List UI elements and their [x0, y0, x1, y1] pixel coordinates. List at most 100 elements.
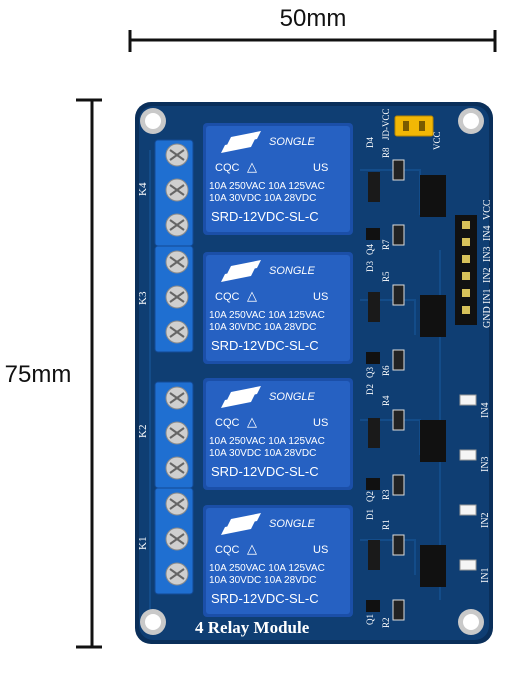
diode	[368, 292, 380, 322]
relay-ul: US	[313, 162, 328, 174]
relay-brand: SONGLE	[269, 136, 316, 148]
screw-slot	[169, 427, 185, 439]
resistor	[392, 224, 405, 246]
screw-slot	[169, 291, 185, 303]
relay-ul: US	[313, 417, 328, 429]
indicator-led	[459, 449, 477, 461]
relay-cert: CQC	[215, 162, 240, 174]
diode	[368, 418, 380, 448]
driver-components	[366, 159, 477, 621]
screw-slot	[169, 219, 185, 231]
channel-label-k2: K2	[137, 425, 149, 438]
diode	[368, 172, 380, 202]
mounting-hole-top-left	[140, 108, 166, 134]
relay-model: SRD-12VDC-SL-C	[211, 209, 319, 224]
header-label-in4: IN4	[482, 225, 493, 241]
header-label-gnd: GND	[482, 306, 493, 328]
header-label-in1: IN1	[482, 288, 493, 304]
resistor	[392, 534, 405, 556]
resistor-label: R6	[381, 365, 391, 376]
relay-rating-line-2: 10A 30VDC 10A 28VDC	[209, 193, 316, 204]
diode-label: D4	[365, 137, 375, 148]
height-dimension: 75mm	[5, 98, 102, 649]
input-label-in2: IN2	[480, 512, 491, 528]
transistor-label: Q3	[365, 367, 375, 378]
relay-rating-line-2: 10A 30VDC 10A 28VDC	[209, 575, 316, 586]
warning-triangle-icon: △	[247, 414, 257, 429]
resistor	[392, 284, 405, 306]
indicator-led	[459, 394, 477, 406]
songle-logo	[221, 260, 261, 282]
header-label-in3: IN3	[482, 246, 493, 262]
diode-label: D2	[365, 384, 375, 395]
warning-triangle-icon: △	[247, 288, 257, 303]
mounting-hole-bottom-left	[140, 609, 166, 635]
optocoupler	[420, 545, 446, 587]
diode-label: D3	[365, 261, 375, 272]
relay: SONGLE CQC △ US 10A 250VAC 10A 125VAC 10…	[203, 505, 353, 617]
mounting-hole-bottom-right	[458, 609, 484, 635]
relay-model: SRD-12VDC-SL-C	[211, 591, 319, 606]
transistor	[366, 228, 380, 240]
resistor	[392, 409, 405, 431]
screw-terminal-blocks	[154, 139, 194, 595]
relay-cert: CQC	[215, 544, 240, 556]
resistor-label: R1	[381, 519, 391, 530]
relay-brand: SONGLE	[269, 518, 316, 530]
resistor	[392, 599, 405, 621]
mounting-hole-top-right	[458, 108, 484, 134]
resistor	[392, 349, 405, 371]
resistor-label: R8	[381, 147, 391, 158]
jumper-label-jd-vcc: JD-VCC	[381, 108, 391, 140]
resistor-label: R4	[381, 395, 391, 406]
input-label-in3: IN3	[480, 456, 491, 472]
relay-brand: SONGLE	[269, 391, 316, 403]
screw-slot	[169, 533, 185, 545]
optocoupler	[420, 175, 446, 217]
relay-ul: US	[313, 544, 328, 556]
screw-slot	[169, 326, 185, 338]
screw-slot	[169, 256, 185, 268]
indicator-led	[459, 559, 477, 571]
diode-labels: D4 D3 D2 D1	[365, 137, 375, 520]
transistor-label: Q1	[365, 614, 375, 625]
input-led-labels: IN4 IN3 IN2 IN1	[480, 402, 491, 583]
input-label-in1: IN1	[480, 567, 491, 583]
screw-slot	[169, 498, 185, 510]
relay-rating-line-2: 10A 30VDC 10A 28VDC	[209, 448, 316, 459]
relay-rating-line-1: 10A 250VAC 10A 125VAC	[209, 563, 325, 574]
resistor-label: R7	[381, 239, 391, 250]
screw-slot	[169, 462, 185, 474]
warning-triangle-icon: △	[247, 541, 257, 556]
mounting-holes	[140, 108, 484, 635]
relay-rating-line-1: 10A 250VAC 10A 125VAC	[209, 181, 325, 192]
songle-logo	[221, 131, 261, 153]
transistor	[366, 600, 380, 612]
channel-label-k3: K3	[137, 291, 149, 305]
screw-slot	[169, 568, 185, 580]
relay-cert: CQC	[215, 417, 240, 429]
header-label-vcc: VCC	[482, 199, 493, 220]
indicator-led	[459, 504, 477, 516]
header-label-in2: IN2	[482, 267, 493, 283]
transistor	[366, 478, 380, 490]
screw-slot	[169, 392, 185, 404]
relay: SONGLE CQC △ US 10A 250VAC 10A 125VAC 10…	[203, 123, 353, 235]
transistor-labels: Q4 Q3 Q2 Q1	[365, 244, 375, 625]
songle-logo	[221, 386, 261, 408]
width-dimension: 50mm	[128, 5, 497, 52]
resistor-label: R2	[381, 617, 391, 628]
jd-vcc-jumper: JD-VCC VCC	[381, 108, 442, 150]
resistor	[392, 474, 405, 496]
transistor-label: Q2	[365, 491, 375, 502]
resistor	[392, 159, 405, 181]
relay-cert: CQC	[215, 291, 240, 303]
input-label-in4: IN4	[480, 402, 491, 418]
resistor-label: R3	[381, 489, 391, 500]
relays: SONGLE CQC △ US 10A 250VAC 10A 125VAC 10…	[203, 123, 353, 617]
resistor-labels: R8 R7 R5 R6 R4 R3 R1 R2	[381, 147, 391, 628]
diode-label: D1	[365, 509, 375, 520]
jumper-label-vcc: VCC	[432, 131, 442, 150]
relay-brand: SONGLE	[269, 265, 316, 277]
